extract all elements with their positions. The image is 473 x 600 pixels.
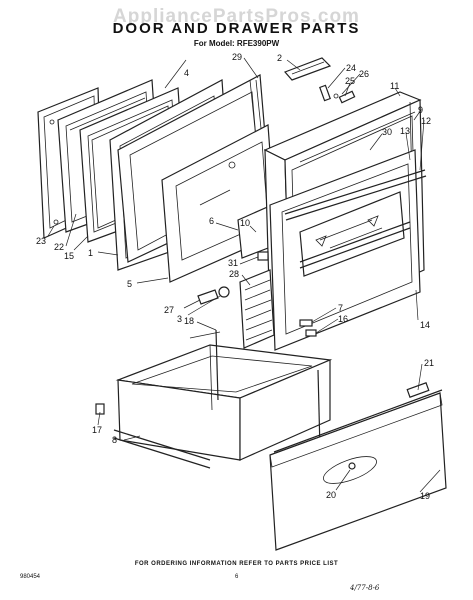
callout-label: 24 bbox=[346, 63, 356, 73]
callout-label: 8 bbox=[112, 435, 117, 445]
callout-label: 14 bbox=[420, 320, 430, 330]
storage-drawer bbox=[95, 344, 333, 469]
document-id: 980454 bbox=[20, 574, 41, 580]
callout-label: 11 bbox=[390, 81, 399, 91]
callout-label: 9 bbox=[418, 105, 423, 115]
handwritten-note: 4/77-8-6 bbox=[350, 584, 380, 592]
door-latch-parts bbox=[197, 251, 317, 337]
hinge-brackets bbox=[319, 84, 356, 104]
callout-label: 2 bbox=[277, 53, 282, 63]
watermark: AppliancePartsPros.com bbox=[113, 6, 360, 27]
callout-label: 23 bbox=[36, 236, 46, 246]
top-vent-trim bbox=[283, 57, 332, 81]
callout-label: 25 bbox=[345, 76, 355, 86]
callout-label: 12 bbox=[421, 116, 431, 126]
callout-label: 6 bbox=[209, 216, 214, 226]
callout-label: 5 bbox=[127, 279, 132, 289]
callout-label: 18 bbox=[184, 316, 194, 326]
callout-label: 31 bbox=[228, 258, 238, 268]
oven-door-outer bbox=[269, 149, 421, 351]
door-handle bbox=[284, 169, 427, 269]
callout-label: 28 bbox=[229, 269, 239, 279]
diagram-title: DOOR AND DRAWER PARTS bbox=[112, 20, 361, 37]
callout-leaders bbox=[47, 57, 441, 493]
callout-label: 10 bbox=[240, 218, 250, 228]
callout-label: 26 bbox=[359, 69, 369, 79]
callout-label: 20 bbox=[326, 490, 336, 500]
ordering-footer-note: FOR ORDERING INFORMATION REFER TO PARTS … bbox=[134, 561, 339, 567]
callout-label: 7 bbox=[338, 303, 343, 313]
callout-label: 16 bbox=[338, 314, 348, 324]
callout-label: 15 bbox=[64, 251, 74, 261]
callout-label: 19 bbox=[420, 491, 430, 501]
callout-labels: 2 24 26 25 11 29 4 9 12 30 13 1 6 23 22 … bbox=[36, 52, 434, 501]
callout-label: 29 bbox=[232, 52, 242, 62]
callout-label: 22 bbox=[54, 242, 64, 252]
page-number: 6 bbox=[235, 574, 239, 580]
model-line: For Model: RFE390PW bbox=[193, 39, 280, 48]
callout-label: 4 bbox=[184, 68, 189, 78]
callout-label: 17 bbox=[92, 425, 102, 435]
callout-label: 21 bbox=[424, 358, 434, 368]
callout-label: 1 bbox=[88, 248, 93, 258]
callout-label: 30 bbox=[382, 127, 392, 137]
vent-grille bbox=[239, 269, 275, 349]
callout-label: 13 bbox=[400, 126, 410, 136]
callout-label: 27 bbox=[164, 305, 174, 315]
callout-label: 3 bbox=[177, 314, 182, 324]
